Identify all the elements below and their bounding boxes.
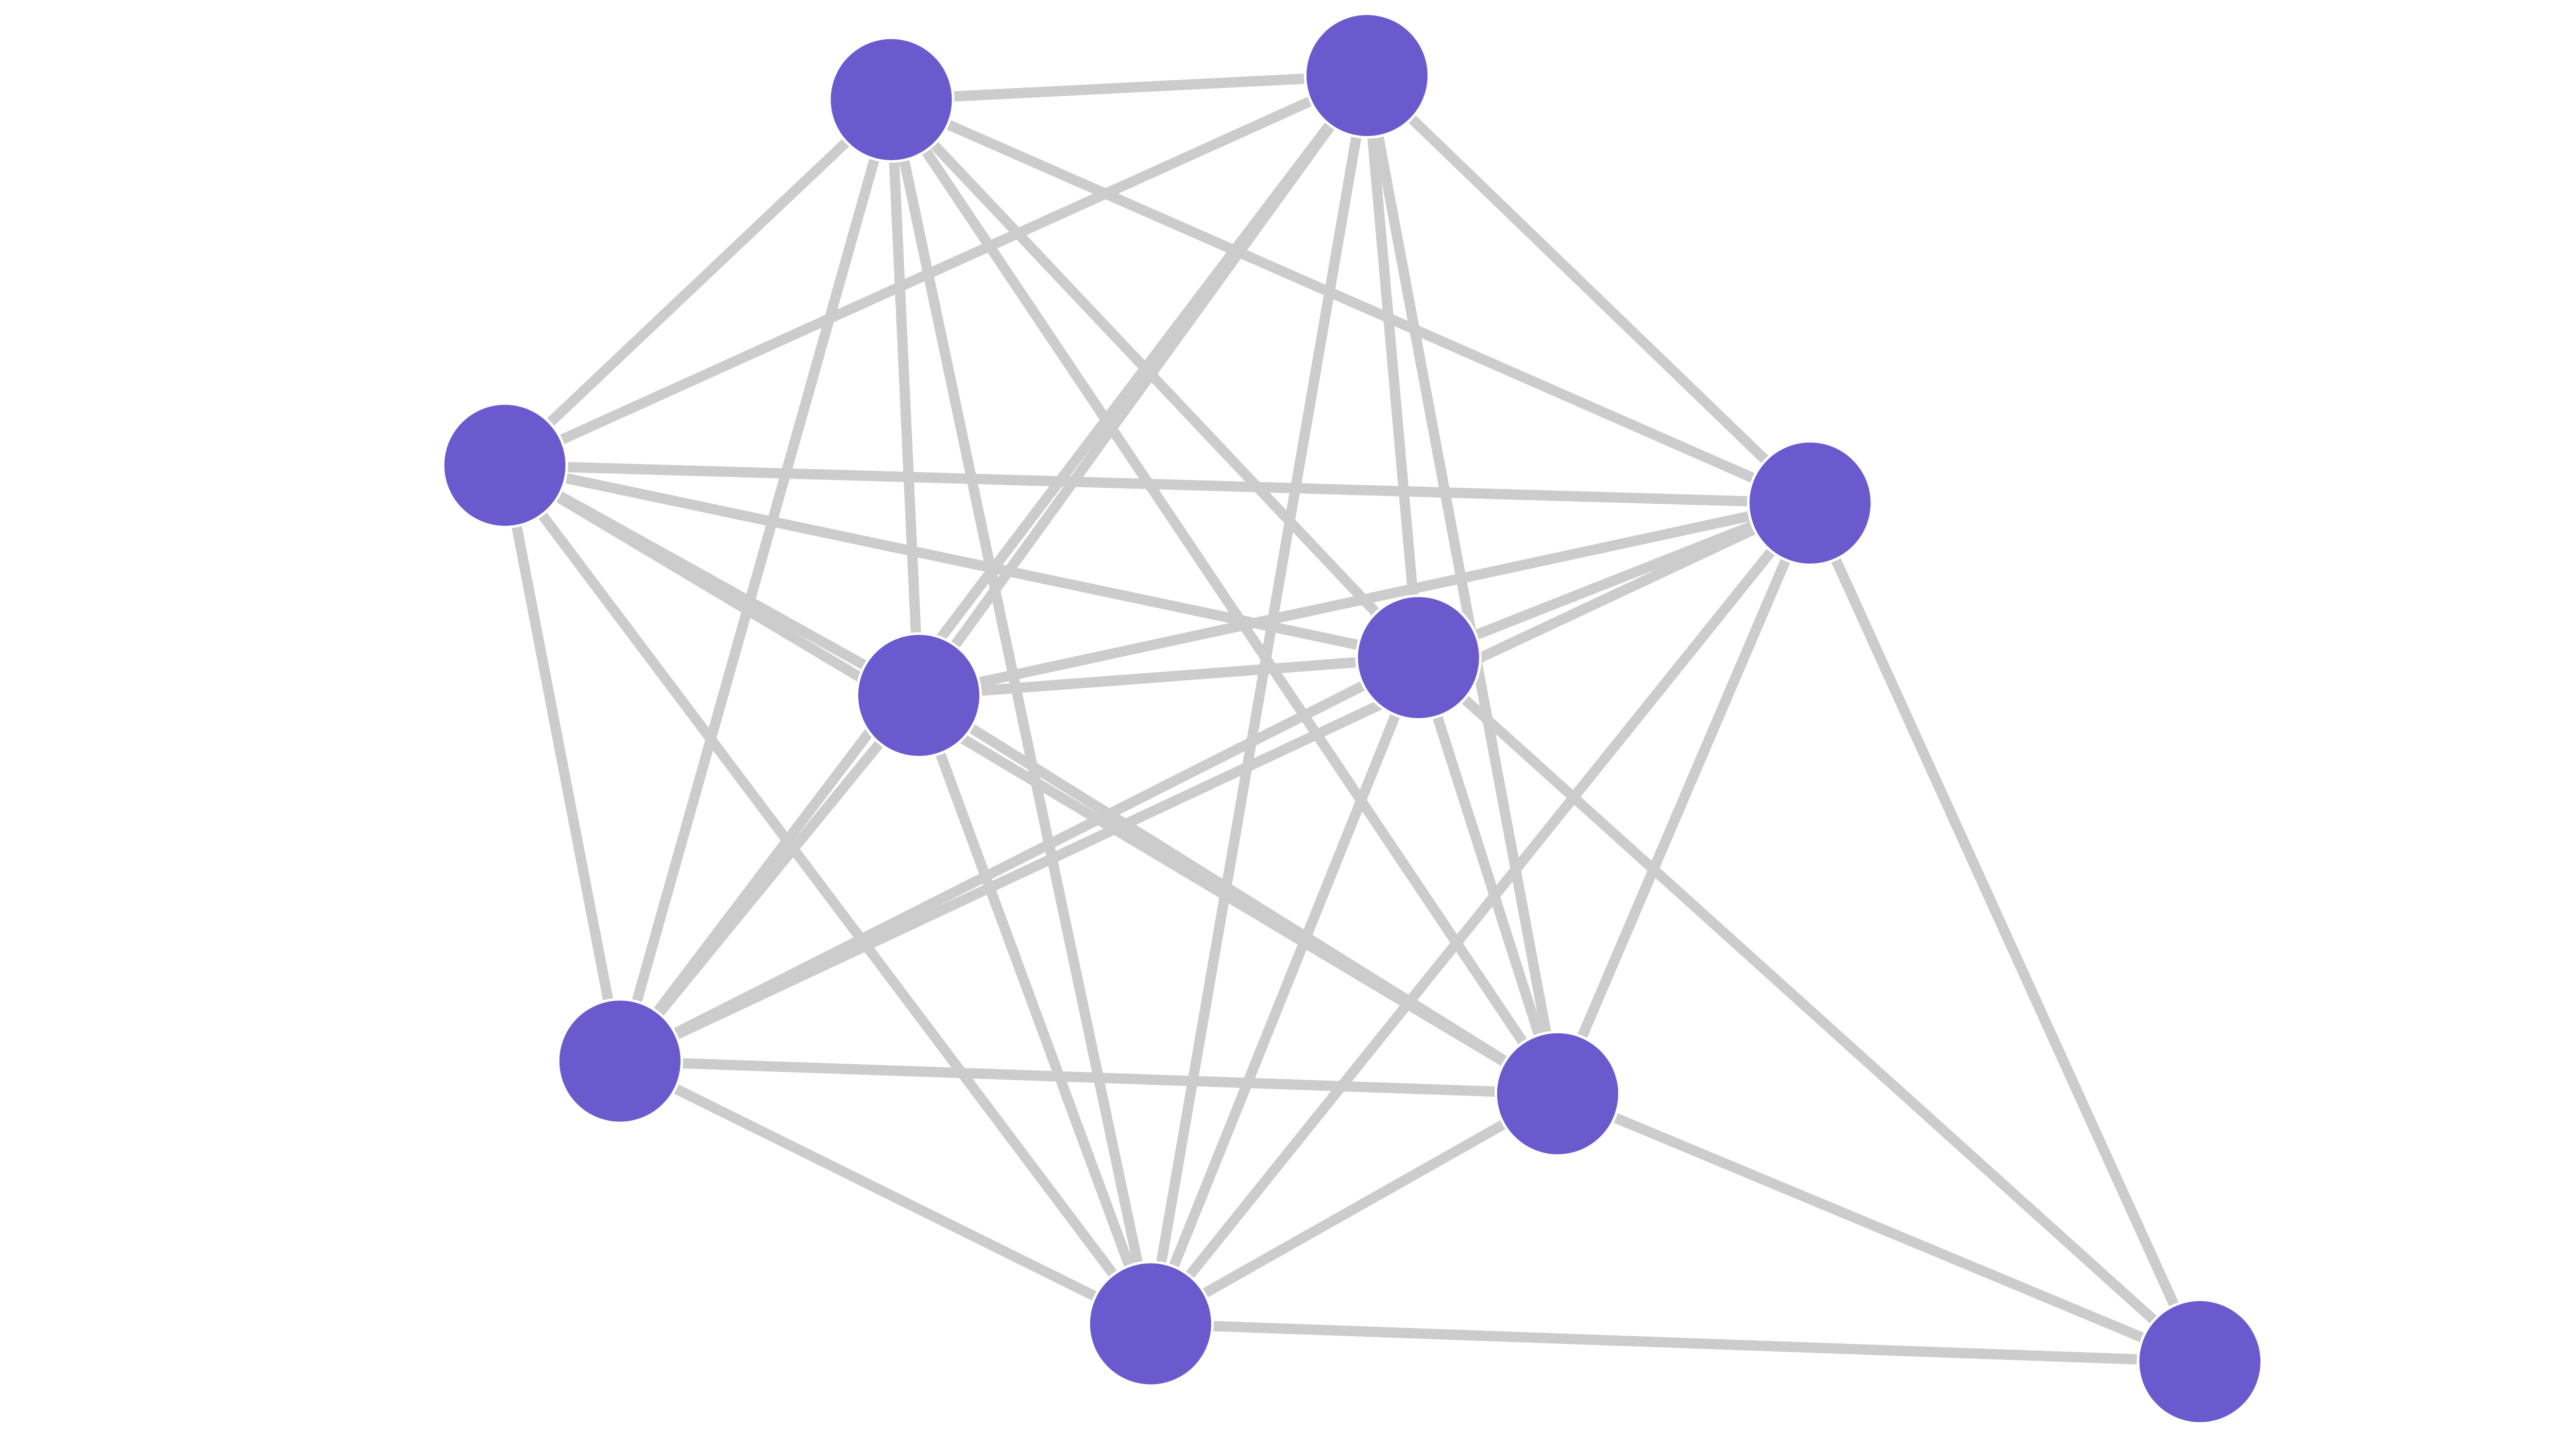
- graph-node: [1747, 440, 1873, 567]
- graph-edge: [918, 652, 1419, 701]
- graph-edge: [886, 99, 924, 696]
- graph-node: [556, 998, 683, 1124]
- edges-layer: [500, 70, 2205, 1367]
- graph-node: [828, 36, 955, 163]
- graph-edge: [616, 692, 923, 1065]
- graph-node: [2137, 1298, 2263, 1425]
- graph-edge: [913, 693, 1156, 1326]
- graph-edge: [504, 460, 1810, 508]
- graph-edge: [619, 1056, 1558, 1099]
- graph-edge: [501, 96, 895, 469]
- nodes-layer: [442, 12, 2263, 1425]
- graph-node: [1355, 594, 1482, 721]
- graph-edge: [1146, 655, 1423, 1326]
- graph-edge: [1145, 74, 1372, 1325]
- graph-edge: [1415, 654, 2204, 1366]
- graph-edge: [617, 1056, 1153, 1328]
- graph-edge: [1553, 501, 1815, 1096]
- graph-edge: [1150, 1319, 2200, 1367]
- graph-edge: [1362, 75, 1424, 658]
- graph-edge: [502, 71, 1369, 470]
- graph-node: [442, 402, 568, 529]
- graph-edge: [1362, 74, 1563, 1095]
- graph-edge: [1805, 501, 2205, 1364]
- graph-edge: [889, 95, 1812, 508]
- graph-edge: [891, 70, 1367, 105]
- graph-edge: [1363, 72, 1814, 507]
- graph-node: [855, 632, 982, 759]
- graph-edge: [916, 691, 1561, 1098]
- graph-edge: [615, 98, 896, 1063]
- graph-edge: [618, 498, 1812, 1066]
- graph-edge: [1146, 500, 1815, 1327]
- graph-edge: [1413, 656, 1563, 1096]
- graph-edge: [1148, 1089, 1561, 1328]
- graph-edge: [886, 98, 1156, 1325]
- graph-edge: [918, 498, 1811, 701]
- graph-edge: [1555, 1089, 2202, 1367]
- graph-edge: [887, 96, 1562, 1097]
- graph-edge: [500, 464, 625, 1062]
- graph-edge: [887, 96, 1422, 661]
- graph-node: [1087, 1260, 1214, 1387]
- graph-edge: [501, 462, 1155, 1327]
- graph-node: [1303, 12, 1430, 139]
- graph-edge: [617, 653, 1421, 1066]
- graph-node: [1494, 1030, 1621, 1157]
